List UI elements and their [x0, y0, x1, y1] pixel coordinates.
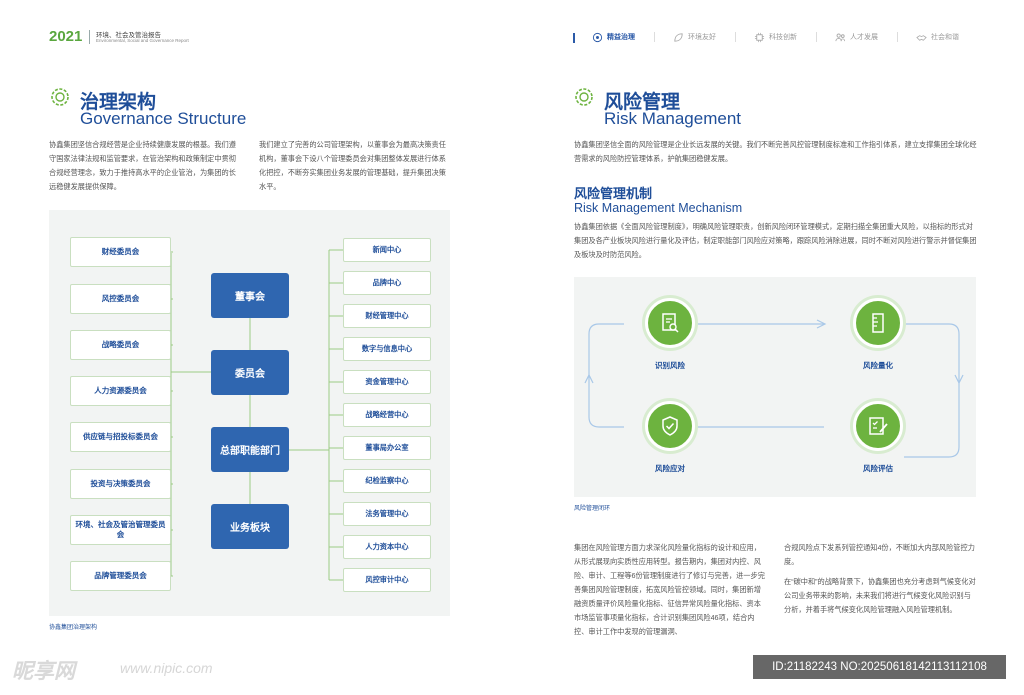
risk-body-column-1: 集团在风险管理方面力求深化风险量化指标的设计和应用，从形式展现向实质性应用转型。…: [574, 543, 765, 636]
gear-flower-icon: [575, 88, 593, 106]
risk-title-zh: 风险管理: [604, 92, 681, 113]
committee-finance: 财经委员会: [70, 237, 171, 267]
board-of-directors: 董事会: [211, 273, 289, 318]
headquarters-functions: 总部职能部门: [211, 427, 289, 472]
identify-risk-label: 识别风险: [655, 361, 685, 370]
nav-item-talent[interactable]: 人才发展: [816, 28, 897, 46]
committee-esg: 环境、社会及管治管理委员会: [70, 515, 171, 545]
gear-flower-icon: [51, 88, 69, 106]
risk-assess-label: 风险评估: [863, 464, 893, 473]
mechanism-title-en: Risk Management Mechanism: [574, 201, 743, 215]
risk-body-column-2a: 合规风险点下发系列管控通知4份，不断加大内部风险管控力度。: [784, 543, 975, 566]
governance-chart-caption: 协鑫集团治理架构: [49, 625, 98, 631]
nav-label: 人才发展: [850, 34, 878, 41]
center-audit: 风控审计中心: [343, 568, 431, 592]
shield-check-icon: [662, 416, 678, 436]
board-office: 董事局办公室: [343, 436, 431, 460]
risk-title-en: Risk Management: [604, 109, 742, 128]
leaf-icon: [674, 32, 683, 42]
center-discipline: 纪检监察中心: [343, 469, 431, 493]
report-title-en: Environmental, Social and Governance Rep…: [96, 38, 189, 43]
committee-brand: 品牌管理委员会: [70, 561, 171, 591]
nav-active-indicator: [573, 33, 575, 43]
section-nav: 精益治理 环境友好 科技创新 人才发展 社会和谐: [573, 28, 978, 46]
risk-response-node: [645, 401, 695, 451]
risk-response-label: 风险应对: [655, 464, 685, 473]
governance-paragraph-1: 协鑫集团坚信合规经营是企业持续健康发展的根基。我们遵守国家法律法规和监管要求，在…: [49, 140, 236, 191]
people-icon: [835, 33, 846, 41]
committee-strategy: 战略委员会: [70, 330, 171, 360]
watermark-id: ID:21182243 NO:20250618142113112108: [753, 655, 1006, 679]
risk-assess-node: [853, 401, 903, 451]
risk-cycle-connectors: [584, 319, 964, 458]
nav-item-technology[interactable]: 科技创新: [735, 28, 816, 46]
center-news: 新闻中心: [343, 238, 431, 262]
center-legal: 法务管理中心: [343, 502, 431, 526]
center-funds: 资金管理中心: [343, 370, 431, 394]
committee-supply-chain: 供应链与招投标委员会: [70, 422, 171, 452]
report-title-zh: 环境、社会及管治报告: [96, 32, 161, 39]
committee-human-resources: 人力资源委员会: [70, 376, 171, 406]
governance-paragraph-2: 我们建立了完善的公司管理架构，以董事会为最高决策责任机构，董事会下设八个管理委员…: [259, 140, 446, 191]
report-year: 2021: [49, 28, 83, 45]
governance-connectors: [169, 249, 343, 581]
risk-quantify-label: 风险量化: [863, 361, 893, 370]
header-divider: [89, 30, 90, 44]
risk-cycle-background: [574, 277, 976, 497]
nav-item-governance[interactable]: 精益治理: [573, 28, 654, 46]
governance-title-en: Governance Structure: [80, 109, 247, 128]
identify-risk-node: [645, 298, 695, 348]
technology-icon: [754, 32, 765, 42]
nav-label: 精益治理: [607, 34, 635, 41]
nav-item-society[interactable]: 社会和谐: [897, 28, 978, 46]
center-strategy: 战略经营中心: [343, 403, 431, 427]
watermark-url: www.nipic.com: [120, 660, 213, 676]
ruler-icon: [872, 313, 884, 333]
governance-icon: [592, 32, 603, 42]
committee-investment: 投资与决策委员会: [70, 469, 171, 499]
handshake-icon: [916, 34, 927, 41]
nav-label: 社会和谐: [931, 34, 959, 41]
nav-label: 科技创新: [769, 34, 797, 41]
business-segments: 业务板块: [211, 504, 289, 549]
risk-body-column-2b: 在“碳中和”的战略背景下，协鑫集团也充分考虑到气候变化对公司业务带来的影响，未来…: [784, 577, 976, 614]
risk-cycle-caption: 风险管理闭环: [574, 506, 611, 512]
page-header: 2021 环境、社会及管治报告 Environmental, Social an…: [0, 0, 1024, 58]
watermark-logo: 昵享网: [12, 660, 75, 683]
center-human-capital: 人力资本中心: [343, 535, 431, 559]
committee-block: 委员会: [211, 350, 289, 395]
center-brand: 品牌中心: [343, 271, 431, 295]
center-digital: 数字与信息中心: [343, 337, 431, 361]
nav-item-environment[interactable]: 环境友好: [654, 28, 735, 46]
governance-title-zh: 治理架构: [80, 92, 157, 113]
edit-checklist-icon: [869, 417, 888, 435]
risk-quantify-node: [853, 298, 903, 348]
mechanism-text: 协鑫集团依据《全面风险管理制度》，明确风险管理职责，创新风险闭环管理模式，定期扫…: [574, 222, 977, 259]
mechanism-title-zh: 风险管理机制: [574, 186, 653, 201]
nav-label: 环境友好: [688, 34, 716, 41]
risk-intro: 协鑫集团坚信全面的风险管理是企业长远发展的关键。我们不断完善风控管理制度标准和工…: [574, 140, 977, 163]
document-search-icon: [662, 313, 679, 333]
center-finance: 财经管理中心: [343, 304, 431, 328]
committee-risk-control: 风控委员会: [70, 284, 171, 314]
